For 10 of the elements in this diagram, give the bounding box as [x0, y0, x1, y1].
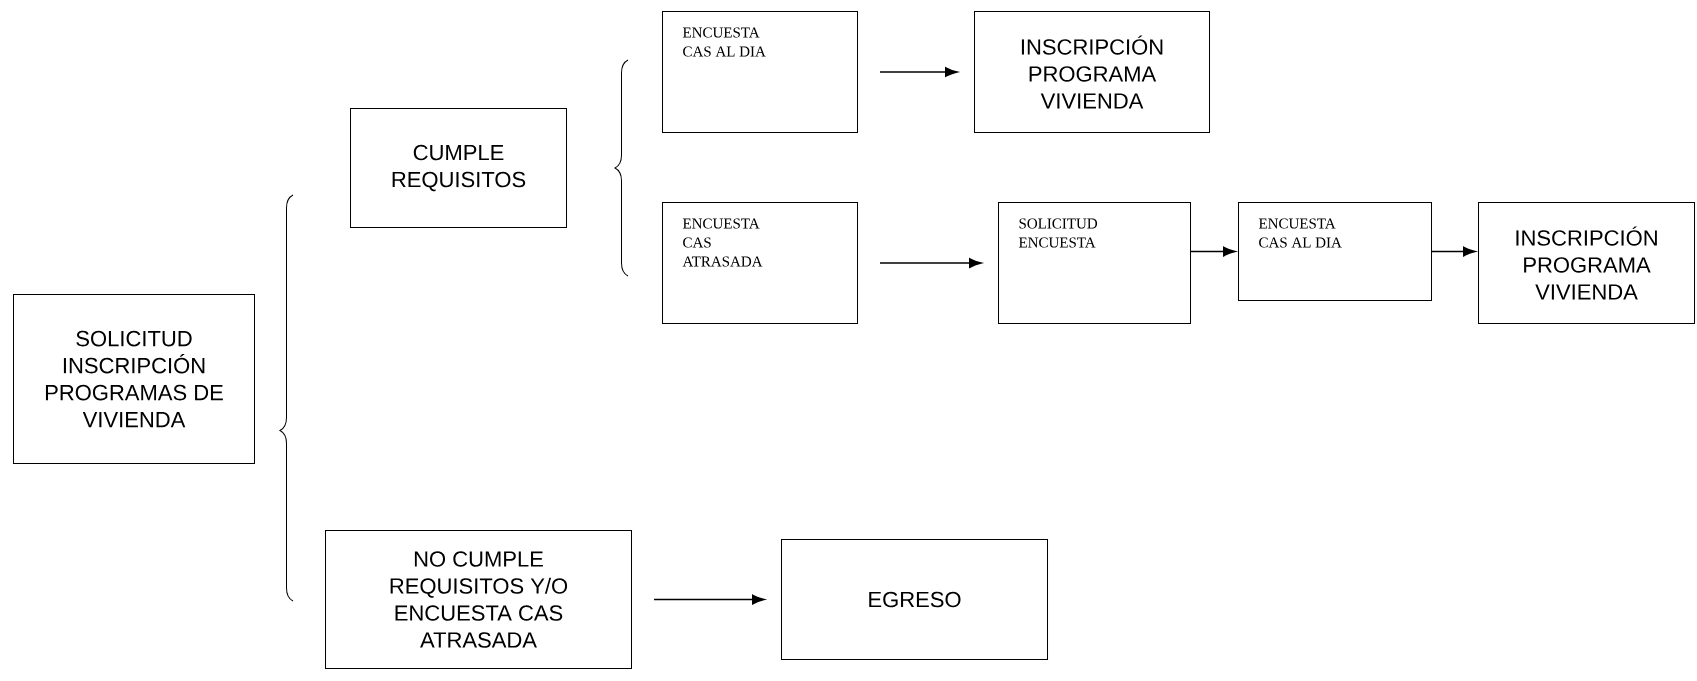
- process-box: NO CUMPLE REQUISITOS Y/O ENCUESTA CAS ATRASADA: [325, 530, 632, 669]
- process-box: INSCRIPCIÓN PROGRAMA VIVIENDA: [974, 11, 1210, 133]
- process-box: ENCUESTA CAS AL DIA: [1238, 202, 1432, 301]
- process-box: EGRESO: [781, 539, 1048, 660]
- process-box: ENCUESTA CAS AL DIA: [662, 11, 858, 133]
- process-box: INSCRIPCIÓN PROGRAMA VIVIENDA: [1478, 202, 1695, 324]
- process-box: ENCUESTA CAS ATRASADA: [662, 202, 858, 324]
- process-box: SOLICITUD ENCUESTA: [998, 202, 1191, 324]
- process-box: SOLICITUD INSCRIPCIÓN PROGRAMAS DE VIVIENDA: [13, 294, 255, 464]
- process-box: CUMPLE REQUISITOS: [350, 108, 567, 228]
